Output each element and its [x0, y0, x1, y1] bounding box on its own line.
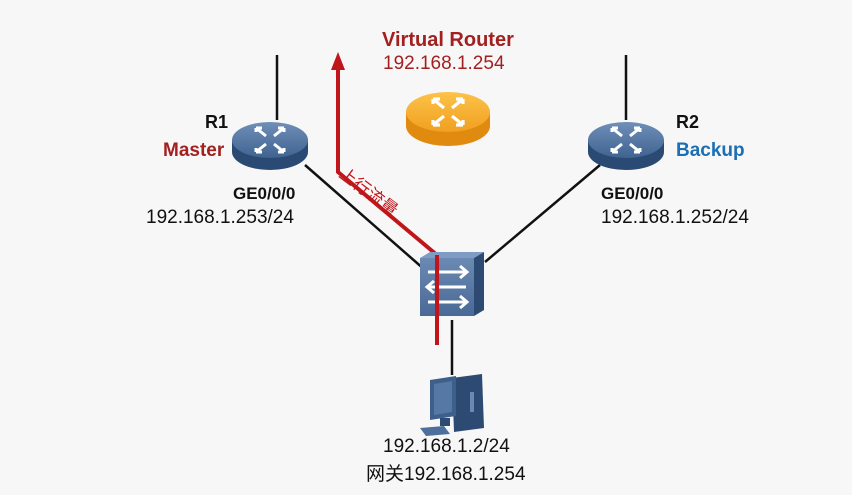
r2-switch-link — [484, 164, 601, 263]
r2-interface: GE0/0/0 — [601, 184, 664, 203]
router-arrows-icon — [254, 126, 286, 154]
r2-router-icon[interactable] — [588, 122, 664, 170]
pc-icon[interactable] — [420, 374, 484, 436]
r2-role-label: Backup — [676, 140, 745, 161]
virtual-router-ip: 192.168.1.254 — [383, 53, 505, 74]
r1-ip: 192.168.1.253/24 — [146, 207, 294, 228]
r2-ip: 192.168.1.252/24 — [601, 207, 749, 228]
virtual-router-icon[interactable] — [406, 92, 490, 146]
r1-role-label: Master — [163, 140, 225, 161]
links — [275, 55, 628, 375]
pc-ip: 192.168.1.2/24 — [383, 436, 510, 457]
r1-router-icon[interactable] — [232, 122, 308, 170]
r1-name: R1 — [205, 112, 229, 132]
r2-name: R2 — [676, 112, 700, 132]
virtual-router-title: Virtual Router — [382, 29, 514, 51]
r1-switch-link — [304, 164, 426, 271]
r1-interface: GE0/0/0 — [233, 184, 296, 203]
switch-icon[interactable] — [420, 252, 484, 345]
router-arrows-icon — [431, 97, 465, 127]
pc-gateway: 网关192.168.1.254 — [366, 464, 526, 485]
switch-arrows-icon — [424, 264, 470, 310]
router-arrows-icon — [610, 126, 642, 154]
